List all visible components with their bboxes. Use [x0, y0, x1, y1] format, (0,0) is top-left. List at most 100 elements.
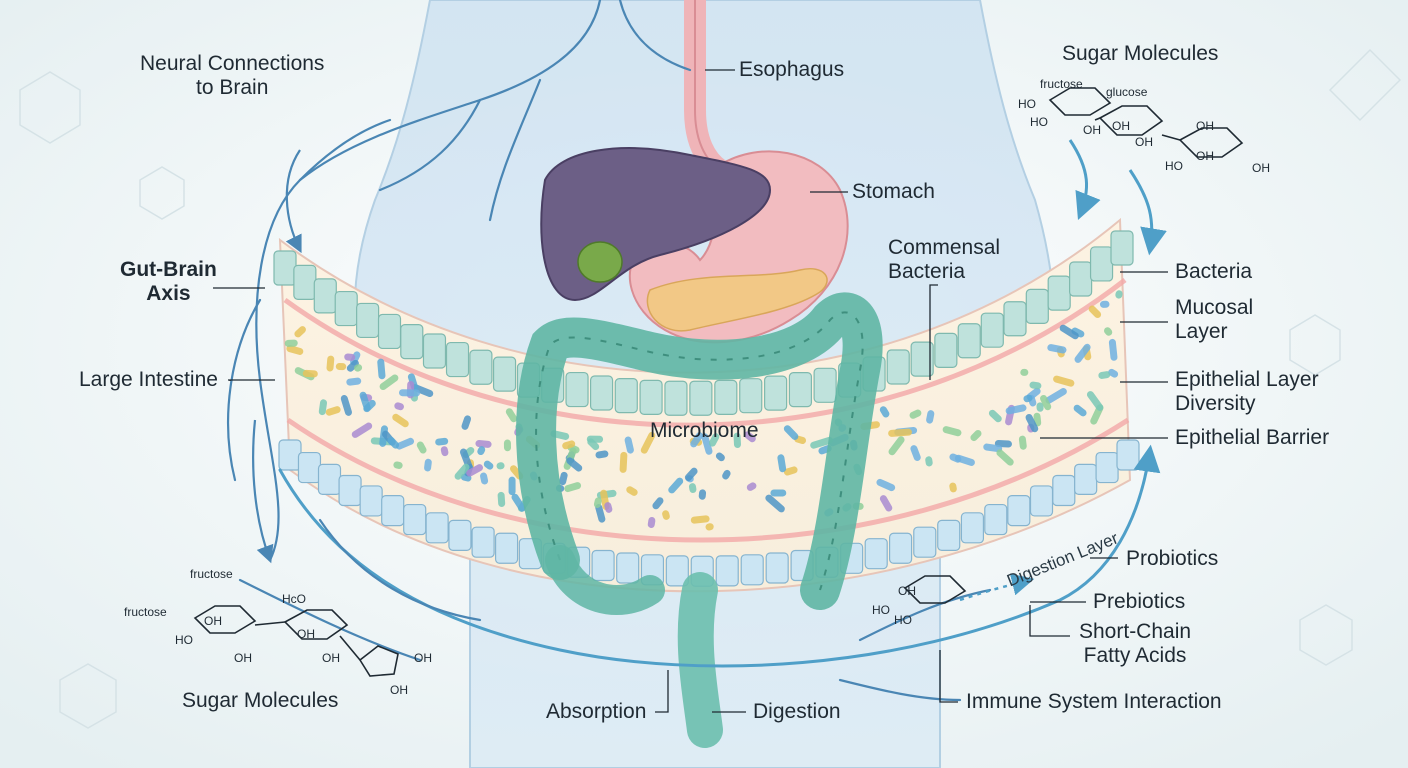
bacterium [744, 431, 756, 443]
epithelial-cell [1069, 261, 1093, 297]
bacterium [477, 446, 486, 456]
bacterium [765, 494, 785, 513]
label-gut-brain-axis: Gut-Brain Axis [120, 258, 217, 305]
bacterium [325, 406, 341, 416]
bacterium [335, 363, 347, 371]
bacterium [294, 326, 306, 338]
bacterium [888, 428, 912, 437]
epithelial-cell [764, 375, 788, 411]
epithelial-cell [448, 519, 472, 551]
bacterium [1088, 305, 1102, 318]
bacterium [698, 489, 707, 500]
bacterium [424, 458, 432, 472]
epithelial-cell [273, 250, 297, 286]
bacterium [988, 409, 1002, 423]
bacterium [1045, 388, 1067, 404]
epithelial-cell [984, 503, 1008, 536]
epithelial-cell [1116, 439, 1140, 471]
bacterium [942, 426, 962, 437]
bacterium [910, 445, 921, 461]
bacterium [318, 399, 328, 416]
bacterium [970, 430, 982, 442]
epithelial-cell [425, 512, 449, 544]
bacterium [619, 451, 628, 473]
chem-top-ho-2: HO [1030, 115, 1048, 129]
chem-top-oh-4: OH [1196, 119, 1214, 133]
chem-bottom-oh-6: OH [390, 683, 408, 697]
bacterium [559, 471, 568, 486]
mucosal-line-top [283, 278, 1127, 428]
bacterium [302, 369, 318, 378]
sugar-molecule-bottom-structure [193, 605, 399, 677]
nerve-arrow-down [252, 419, 274, 564]
bacterium [593, 497, 602, 508]
chem-bottom-oh-1: OH [204, 614, 222, 628]
bacterium [1053, 375, 1075, 387]
bacterium [503, 439, 511, 452]
bacterium [1023, 394, 1033, 403]
label-epithelial-layer-diversity: Epithelial Layer Diversity [1175, 368, 1319, 415]
bacterium [954, 454, 975, 466]
bacterium [326, 355, 335, 372]
epithelial-cell [639, 379, 663, 415]
bacterium [1073, 404, 1087, 417]
bacterium [888, 436, 905, 456]
bacterium [647, 517, 656, 528]
bacterium [1018, 435, 1027, 450]
chem-bottom-hco: HcO [282, 592, 306, 606]
bacterium [925, 456, 933, 467]
chem-top-oh-1: OH [1083, 123, 1101, 137]
bacterium [777, 454, 787, 473]
epithelial-cell [356, 302, 380, 339]
bacterium [416, 441, 427, 454]
bacterium [662, 510, 670, 520]
bacterium [1104, 327, 1113, 336]
bacterium [688, 483, 697, 493]
bacterium [668, 477, 684, 494]
bacterium [1086, 391, 1104, 411]
epithelial-cell [293, 264, 317, 300]
bacterium [640, 431, 656, 454]
bacterium [708, 433, 720, 447]
mucosal-line-bottom [286, 417, 1130, 543]
bacterium [440, 446, 449, 457]
label-large-intestine: Large Intestine [79, 368, 218, 391]
bacterium [340, 395, 352, 416]
epithelial-cell [469, 349, 493, 385]
bacterium [387, 436, 400, 449]
epithelial-cell [1025, 288, 1049, 324]
chem-right-oh-1: OH [898, 584, 916, 598]
bacterium [983, 443, 1003, 453]
bacterium [346, 359, 359, 372]
bacterium [454, 463, 470, 480]
label-microbiome: Microbiome [650, 419, 759, 442]
chem-bottom-oh-3: OH [297, 627, 315, 641]
rectum [677, 572, 723, 748]
bacterium [1108, 368, 1119, 378]
sugar-molecule-top-structure [1048, 87, 1244, 158]
bacterium [624, 436, 634, 454]
bacterium [483, 460, 494, 470]
bacterium [1020, 368, 1029, 376]
bacterium [876, 478, 896, 492]
epithelial-cell [957, 323, 981, 359]
epithelial-cell [400, 324, 424, 360]
bacterium [701, 433, 713, 455]
label-neural-connections: Neural Connections to Brain [140, 52, 325, 99]
bacterium [879, 406, 890, 418]
bacterium [783, 466, 798, 476]
epithelial-cells-bottom [278, 439, 1140, 587]
bacterium [359, 391, 371, 412]
epithelial-cell [565, 371, 589, 408]
bacterium [435, 437, 449, 446]
bacterium [344, 353, 356, 361]
label-immune-system-interaction: Immune System Interaction [966, 690, 1222, 713]
epithelial-cell [788, 372, 813, 408]
bacterium [497, 491, 506, 507]
bacterium [810, 436, 833, 449]
label-short-chain-fatty-acids: Short-Chain Fatty Acids [1079, 620, 1192, 667]
bacterium [564, 482, 582, 493]
label-probiotics: Probiotics [1126, 547, 1219, 570]
bacterium [466, 464, 484, 477]
label-epithelial-barrier: Epithelial Barrier [1175, 426, 1330, 449]
